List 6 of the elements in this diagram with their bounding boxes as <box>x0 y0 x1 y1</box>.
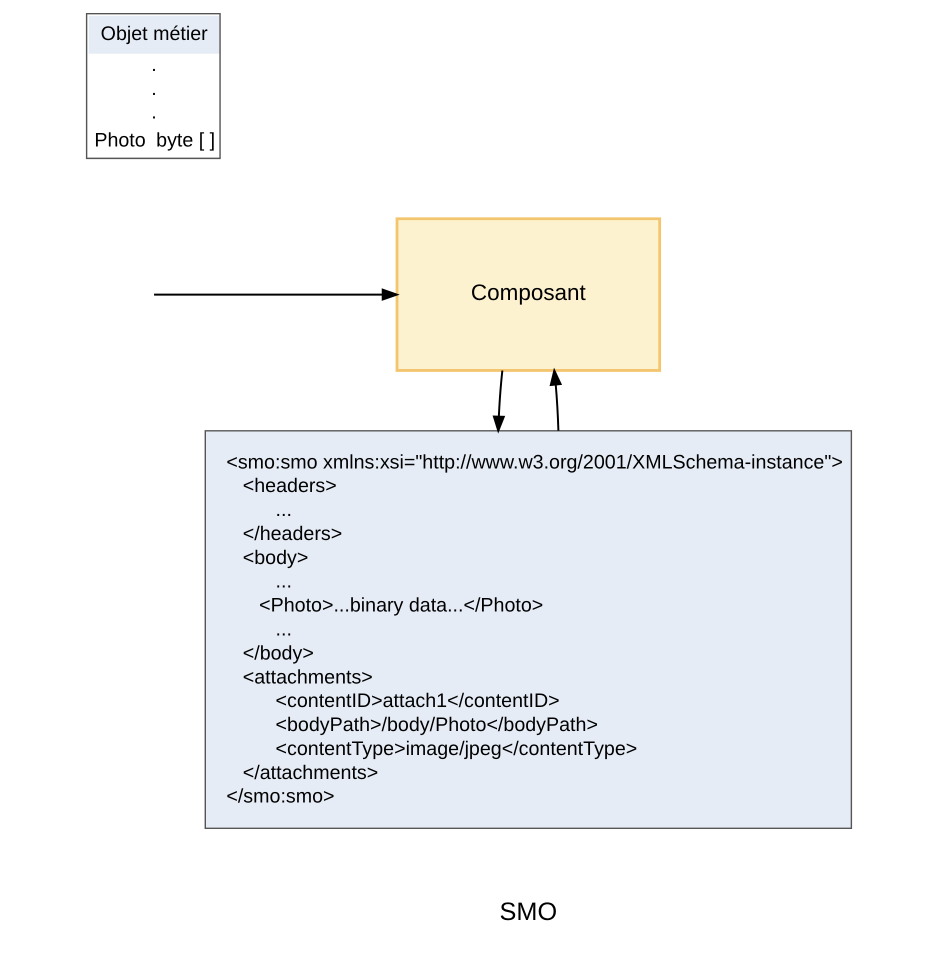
node-box: <smo:smo xmlns:xsi="http://www.w3.org/2001/XMLSchema-instance"> <headers> ... </headers> <body> ... <Photo>...binary data...</Photo> ... </body> <attachments> <contentID>attach1</contentID> <bodyPath>/body/Photo</bodyPath> <contentType>image/jpeg</contentType> </attachments> </smo:smo> <box>204 430 852 830</box>
arrow <box>550 368 562 431</box>
node-box: Composant <box>396 217 662 372</box>
node-label: SMO <box>500 898 558 926</box>
arrow <box>492 370 506 434</box>
arrow <box>154 288 400 301</box>
